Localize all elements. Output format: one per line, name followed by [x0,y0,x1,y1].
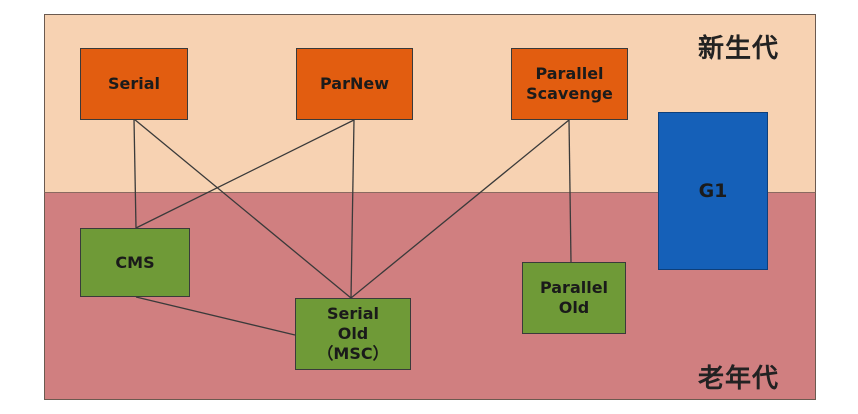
parallel-scavenge-collector: Parallel Scavenge [511,48,628,120]
line-parnew-cms [135,119,355,229]
young-generation-label: 新生代 [698,34,780,64]
line-parallelscavenge-serialold [350,119,570,299]
line-cms-serialold [135,296,296,336]
line-serial-serialold [133,118,352,299]
old-generation-label: 老年代 [698,364,780,394]
serial-old-collector: Serial Old （MSC） [295,298,411,370]
line-parnew-serialold [350,119,355,299]
serial-collector: Serial [80,48,188,120]
gc-collector-diagram: 新生代 老年代 Serial ParNew Parallel Scavenge … [44,14,816,400]
parnew-collector: ParNew [296,48,413,120]
g1-collector: G1 [658,112,768,270]
line-serial-cms [133,118,137,229]
parallel-old-collector: Parallel Old [522,262,626,334]
connection-lines [133,118,572,336]
line-parallelscavenge-parallelold [568,119,572,263]
cms-collector: CMS [80,228,190,297]
